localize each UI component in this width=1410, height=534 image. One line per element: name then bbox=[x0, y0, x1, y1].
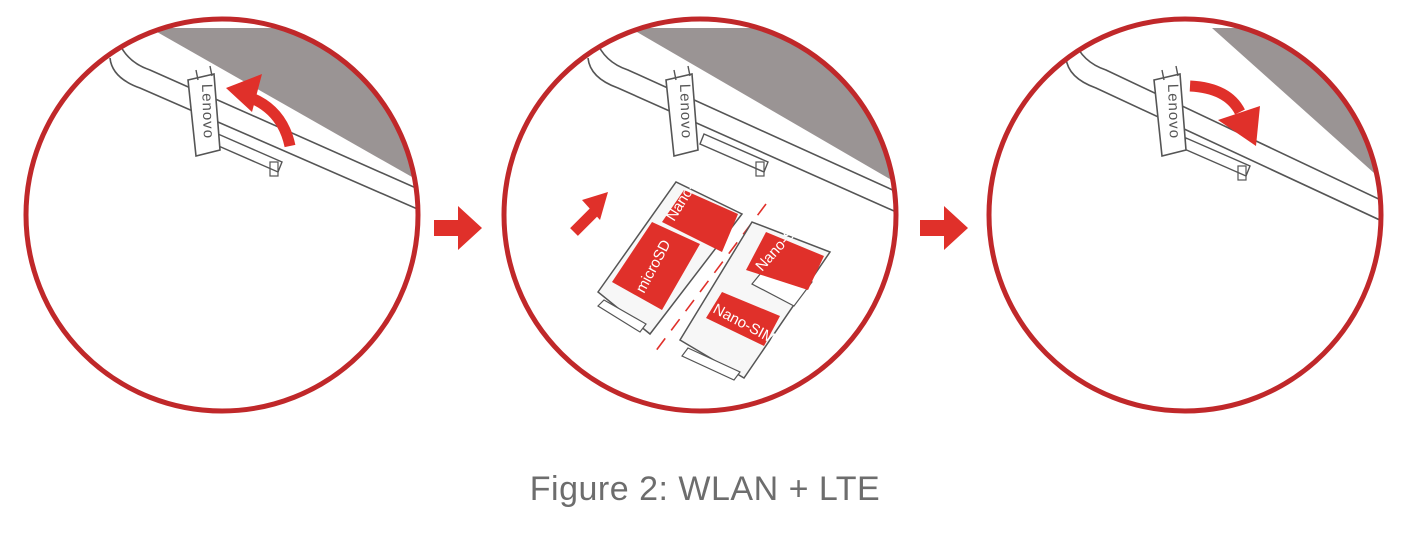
straight-arrow-up-right-icon bbox=[570, 192, 608, 236]
step-2-circle bbox=[501, 16, 899, 414]
curved-arrow-down-right-icon bbox=[1189, 80, 1260, 146]
curved-arrow-up-left-icon bbox=[226, 74, 296, 148]
step-1-panel: Lenovo bbox=[23, 16, 421, 414]
step-3-circle bbox=[986, 16, 1384, 414]
microsd-card: microSD bbox=[612, 222, 700, 310]
step-3-panel: Lenovo bbox=[986, 16, 1384, 414]
step-2-panel: Lenovo Nano-SIM microSD bbox=[501, 16, 899, 414]
step-1-circle bbox=[23, 16, 421, 414]
right-arrow-icon bbox=[434, 206, 482, 250]
tray-brand-label: Lenovo bbox=[1164, 84, 1183, 140]
device-corner: Lenovo bbox=[1065, 28, 1381, 249]
right-arrow-icon bbox=[920, 206, 968, 250]
tray-brand-label: Lenovo bbox=[198, 84, 217, 140]
tray-brand-label: Lenovo bbox=[676, 84, 695, 140]
figure-caption: Figure 2: WLAN + LTE bbox=[529, 470, 881, 508]
